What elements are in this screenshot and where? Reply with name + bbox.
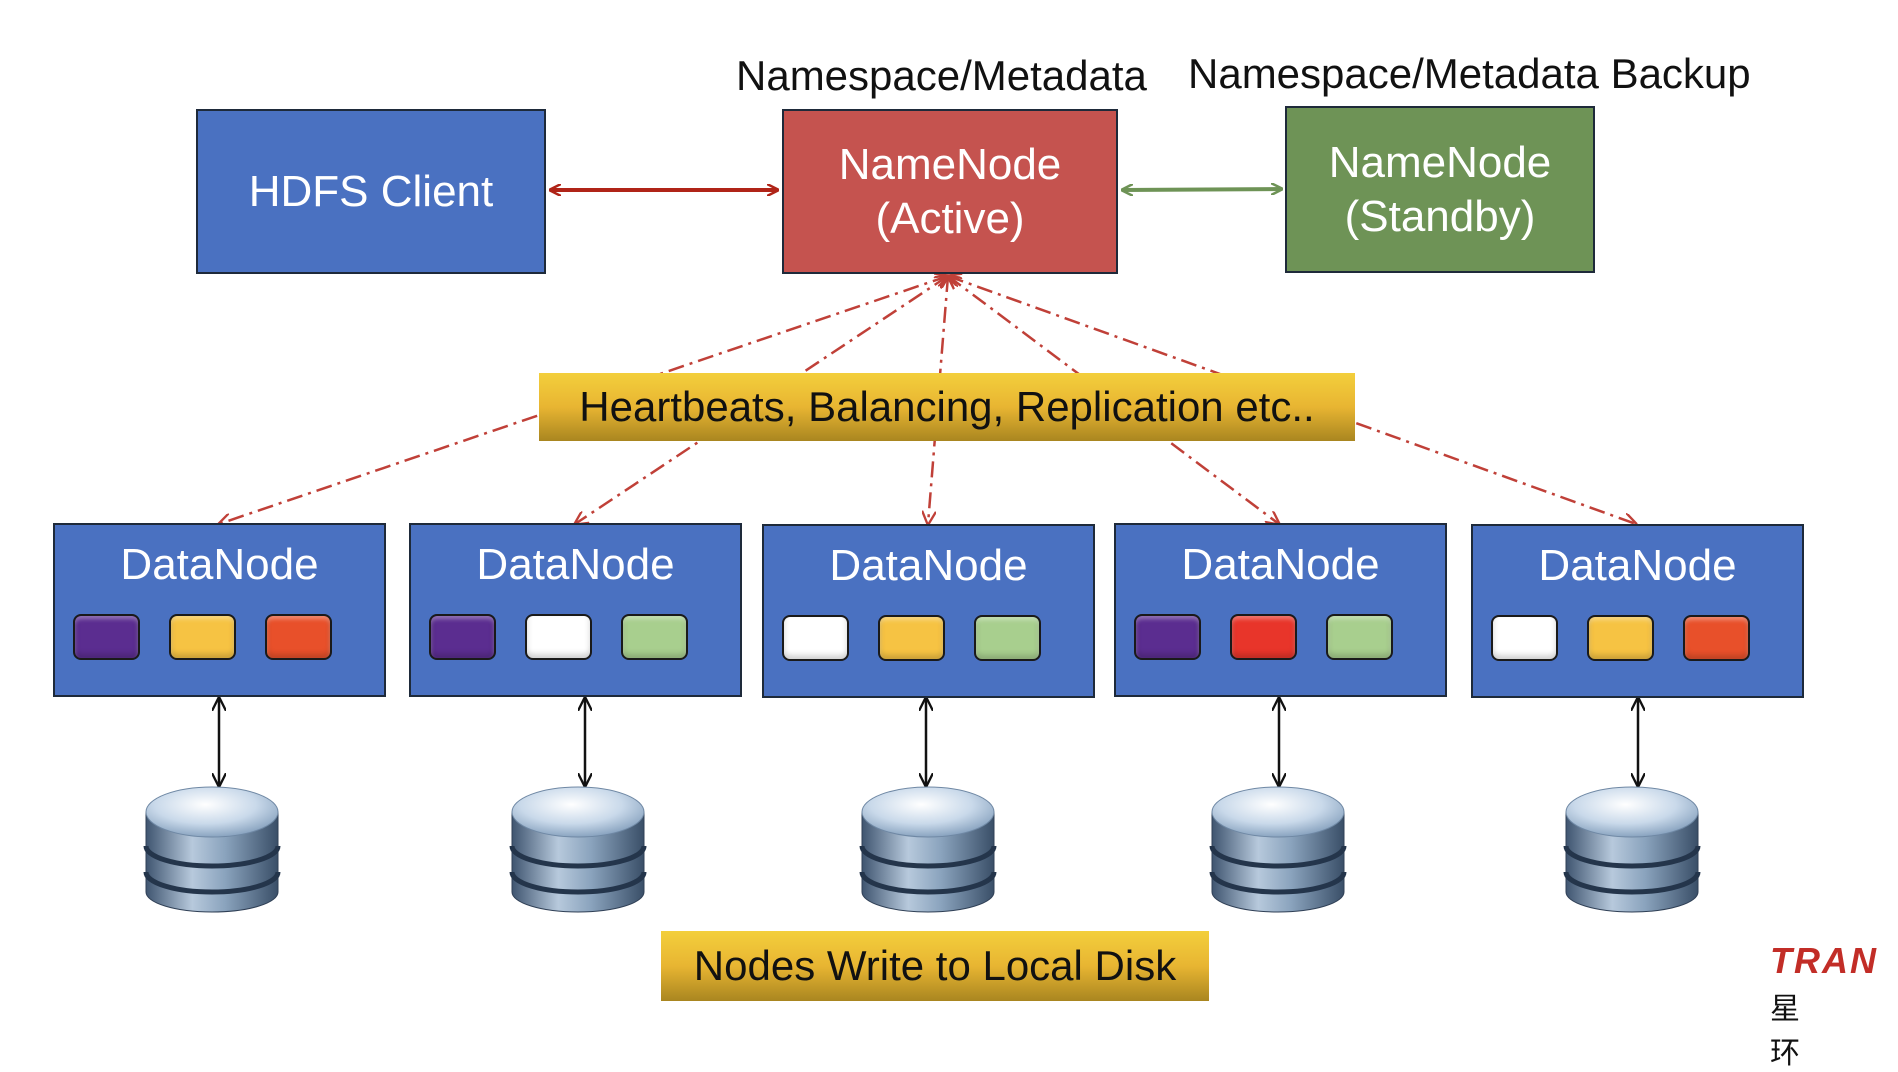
data-block (429, 614, 496, 660)
data-block (621, 614, 688, 660)
local-disk-banner: Nodes Write to Local Disk (661, 931, 1209, 1001)
active-standby-arrow (1122, 189, 1282, 190)
data-block (265, 614, 332, 660)
data-block (782, 615, 849, 661)
logo-cjk-text: 星 环 (1770, 993, 1828, 1070)
datanode-blocks (429, 614, 688, 660)
hdfs-client-box: HDFS Client (196, 109, 546, 274)
datanode-title: DataNode (476, 540, 675, 589)
company-logo: TRAN 星 环 (1770, 940, 1898, 1072)
datanode-blocks (1491, 615, 1750, 661)
namenode-standby-box: NameNode (Standby) (1285, 106, 1595, 273)
data-block (1230, 614, 1297, 660)
datanode-box: DataNode (53, 523, 386, 697)
namenode-standby-state: (Standby) (1344, 191, 1536, 241)
heartbeat-banner: Heartbeats, Balancing, Replication etc.. (539, 373, 1355, 441)
data-block (73, 614, 140, 660)
namenode-active-title: NameNode (838, 139, 1062, 189)
data-block (1134, 614, 1201, 660)
data-block (878, 615, 945, 661)
database-disk-icon (1209, 786, 1347, 913)
namespace-metadata-backup-label: Namespace/Metadata Backup (1188, 50, 1751, 97)
database-disk-icon (143, 786, 281, 913)
database-disk-icon (859, 786, 997, 913)
namenode-standby-title: NameNode (1328, 137, 1552, 187)
disk-icons (143, 786, 1701, 913)
datanode-title: DataNode (829, 541, 1028, 590)
data-block (1491, 615, 1558, 661)
datanode-box: DataNode (409, 523, 742, 697)
database-disk-icon (509, 786, 647, 913)
datanode-box: DataNode (762, 524, 1095, 698)
data-block (1587, 615, 1654, 661)
datanode-blocks (73, 614, 332, 660)
datanode-box: DataNode (1114, 523, 1447, 697)
namenode-active-state: (Active) (875, 193, 1025, 243)
database-disk-icon (1563, 786, 1701, 913)
logo-text: TRAN (1770, 940, 1878, 981)
datanode-title: DataNode (1538, 541, 1737, 590)
data-block (1326, 614, 1393, 660)
datanode-blocks (782, 615, 1041, 661)
datanode-blocks (1134, 614, 1393, 660)
data-block (1683, 615, 1750, 661)
data-block (974, 615, 1041, 661)
datanode-title: DataNode (120, 540, 319, 589)
data-block (169, 614, 236, 660)
namespace-metadata-label: Namespace/Metadata (736, 52, 1147, 99)
data-block (525, 614, 592, 660)
datanode-title: DataNode (1181, 540, 1380, 589)
hdfs-client-label: HDFS Client (248, 166, 494, 216)
disk-arrows (219, 698, 1638, 786)
namenode-active-box: NameNode (Active) (782, 109, 1118, 274)
datanode-box: DataNode (1471, 524, 1804, 698)
